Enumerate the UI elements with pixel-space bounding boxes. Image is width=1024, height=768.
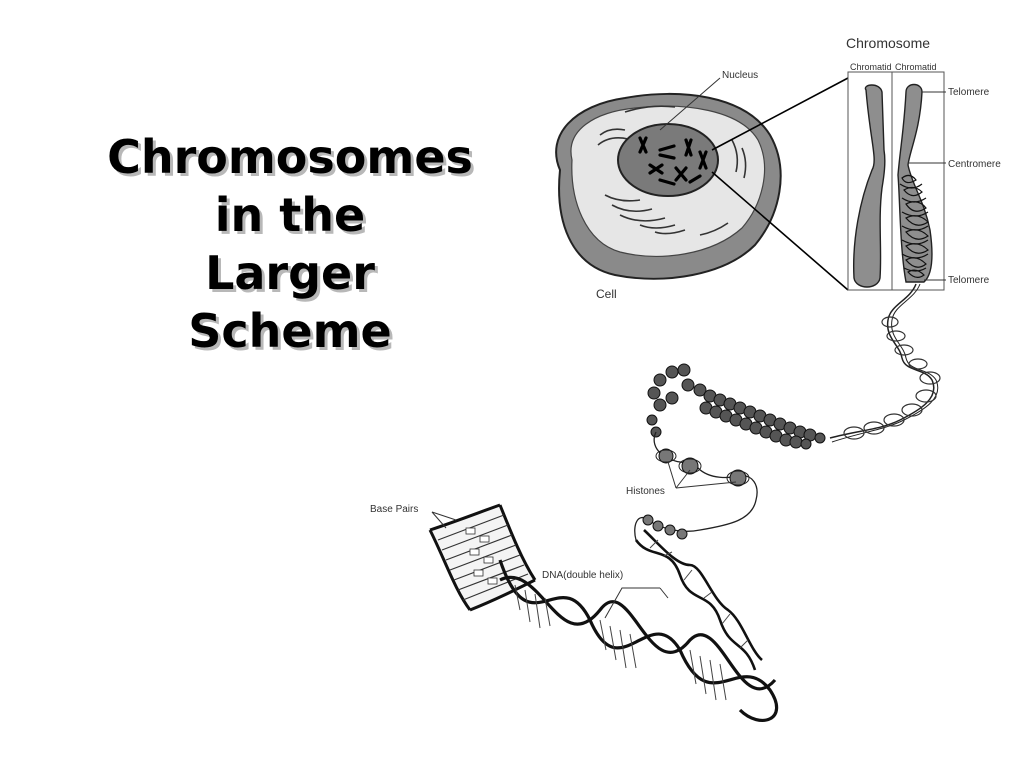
chromatin-strand: [829, 283, 935, 439]
chromosome-illustration: [847, 71, 946, 291]
dna-leaders: [431, 511, 669, 619]
nucleus-leader: [659, 77, 721, 131]
cell-illustration: [555, 77, 782, 280]
title-line-2: in the: [214, 188, 366, 242]
label-telomere-bottom: Telomere: [948, 275, 990, 286]
solenoid-coil: [646, 363, 826, 450]
title-line-3: Larger: [205, 246, 375, 300]
label-centromere: Centromere: [948, 159, 1001, 170]
label-histones: Histones: [626, 486, 665, 497]
chromatin-strand-2: [831, 283, 939, 443]
slide-title: Chromosomes in the Larger Scheme: [60, 128, 520, 360]
histones-leaders: [667, 461, 737, 489]
label-telomere-top: Telomere: [948, 87, 990, 98]
dna-double-helix: [428, 503, 779, 722]
label-base-pairs: Base Pairs: [370, 504, 418, 515]
zoom-line-bottom: [711, 171, 849, 291]
histone-wraps: [655, 449, 750, 486]
label-cell: Cell: [596, 287, 617, 301]
zoom-line-top: [711, 77, 849, 151]
label-chromosome: Chromosome: [846, 35, 930, 51]
title-line-1: Chromosomes: [107, 130, 473, 184]
label-chromatid-right: Chromatid: [895, 62, 937, 72]
label-dna: DNA(double helix): [542, 570, 623, 581]
nucleus-chromosomes: [638, 136, 708, 186]
title-line-4: Scheme: [188, 304, 392, 358]
supercoil-loops: [843, 316, 941, 440]
label-nucleus: Nucleus: [722, 70, 758, 81]
label-chromatid-left: Chromatid: [850, 62, 892, 72]
histone-beads: [642, 448, 747, 540]
